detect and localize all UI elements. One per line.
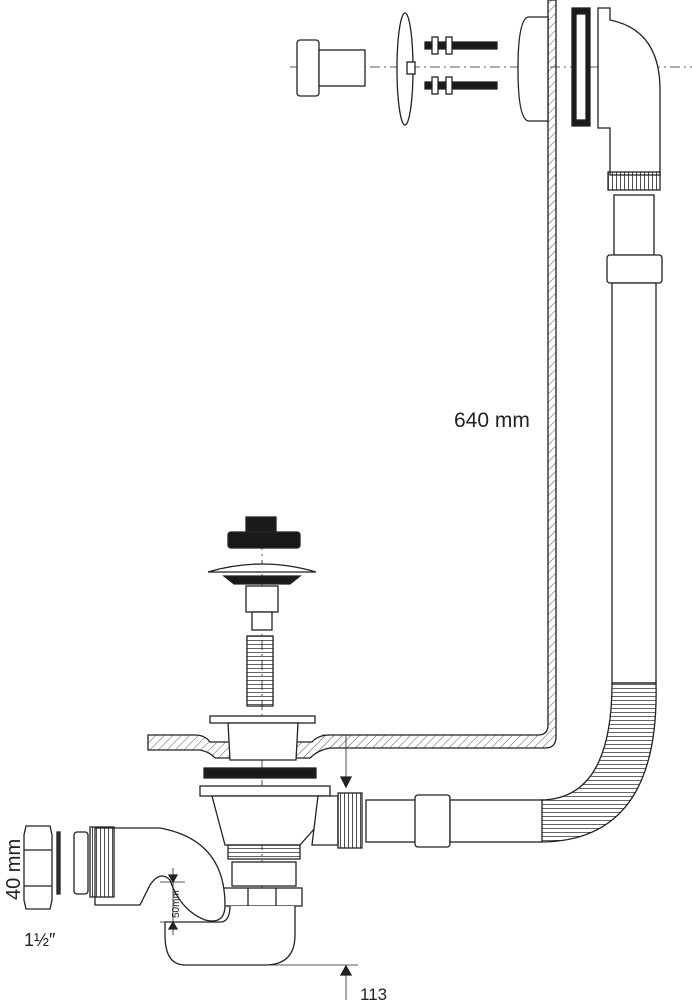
overflow-inner-ring	[517, 16, 549, 122]
overflow-pipe	[611, 282, 657, 684]
drain-pipe	[449, 799, 543, 843]
trap-height-label: 113	[360, 985, 387, 1000]
thread-size-label: 1½″	[24, 930, 56, 950]
drain-body-rim	[199, 785, 331, 797]
plug-mechanism	[245, 585, 279, 613]
plug-rubber-seal	[227, 531, 301, 549]
overflow-connector	[613, 194, 655, 256]
overflow-screw-nut	[431, 36, 439, 55]
overflow-thread	[607, 171, 661, 191]
overflow-gasket-inner	[575, 13, 587, 121]
trap-outlet-elbow	[94, 827, 226, 922]
pop-up-plug	[207, 516, 317, 707]
plug-cap-seal	[222, 575, 302, 585]
dimension-arrow-icon	[339, 964, 353, 976]
overflow-screw-nut	[445, 36, 453, 55]
water-seal-label: 50mm	[171, 890, 182, 918]
pipe-diameter-label: 40 mm	[3, 839, 25, 900]
dimension-arrow-icon	[167, 874, 179, 884]
flexible-corrugated-hose	[539, 682, 657, 843]
bathtub-wall	[147, 0, 557, 759]
drain-outlet-thread	[337, 792, 363, 849]
drain-trap-body	[23, 715, 543, 966]
plug-mechanism-neck	[251, 611, 273, 631]
overflow-screws	[424, 36, 498, 95]
drain-nut	[414, 794, 451, 848]
overflow-screw-nut	[431, 76, 439, 95]
overflow-cap-shaft	[318, 49, 366, 87]
drain-gasket	[203, 767, 317, 779]
plug-cap	[207, 563, 317, 573]
dimension-arrow-icon	[339, 776, 353, 789]
overflow-cover-plate-boss	[406, 61, 416, 75]
overflow-screw-upper	[424, 41, 498, 50]
drain-connector	[365, 799, 417, 843]
overflow-height-label: 640 mm	[454, 409, 530, 432]
drain-basket	[227, 722, 299, 761]
trap-u-bend	[164, 905, 296, 966]
overflow-assembly	[296, 7, 663, 843]
plug-knob	[245, 516, 277, 533]
overflow-screw-lower	[424, 81, 498, 90]
drain-body	[211, 795, 323, 846]
overflow-nut	[606, 254, 663, 284]
overflow-elbow	[597, 7, 661, 176]
trap-cone-washer	[73, 831, 89, 895]
trap-nut	[221, 887, 303, 907]
trap-collar	[231, 861, 297, 887]
drain-body-thread	[227, 844, 301, 860]
trap-outlet-nut	[23, 825, 53, 910]
drain-flange	[209, 715, 316, 724]
dimension-arrow-icon	[167, 920, 179, 930]
trap-outlet-thread	[89, 826, 115, 898]
overflow-screw-nut	[445, 76, 453, 95]
plug-threaded-rod	[246, 635, 274, 707]
dimension-lines	[160, 734, 360, 1000]
trap-washer	[56, 831, 61, 895]
overflow-cap	[296, 39, 320, 97]
